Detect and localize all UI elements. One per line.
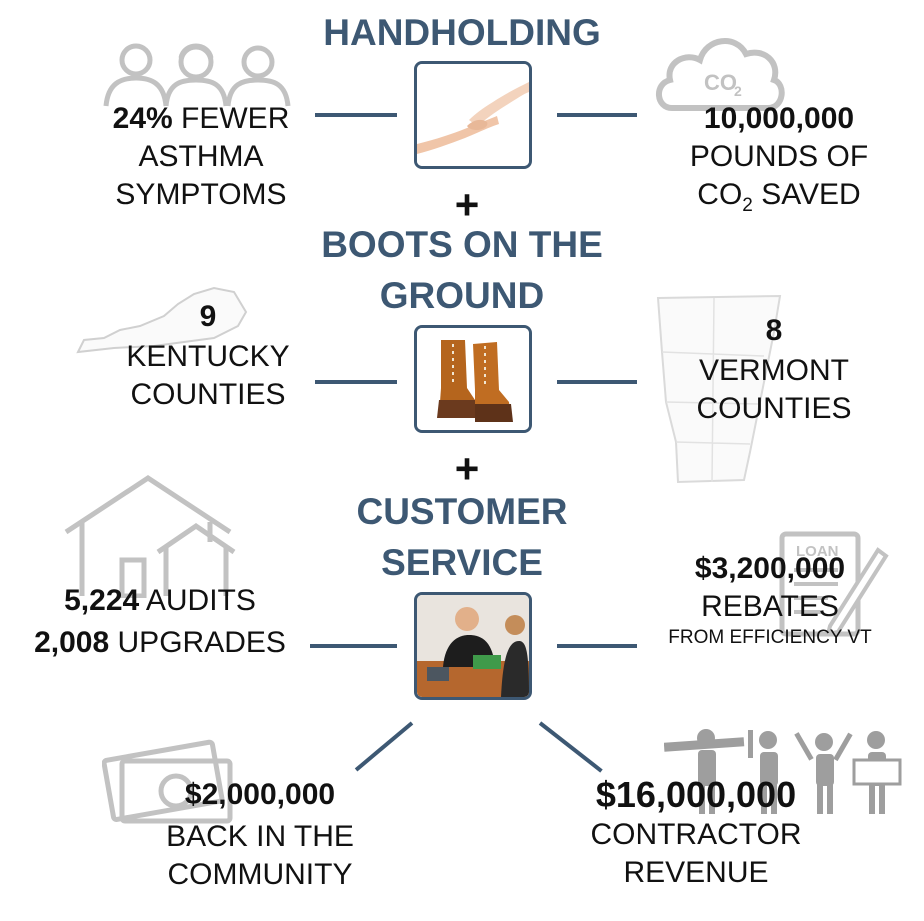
stat-co2-line2-post: SAVED [752,178,861,211]
connector-contractor [538,721,603,773]
stat-vermont-value: 8 [765,314,783,347]
stat-contractor-line1: CONTRACTOR [590,818,802,851]
heading-handholding: HANDHOLDING [323,12,601,53]
stat-kentucky-line2: COUNTIES [130,378,286,411]
stat-asthma-line2: ASTHMA [138,140,264,173]
connector-co2 [557,113,637,117]
stat-contractor-line2: REVENUE [623,856,769,889]
people-icon [103,43,291,107]
stat-community-line2: COMMUNITY [167,858,353,891]
workers-icon [664,729,902,814]
heading-boots-line1: BOOTS ON THE [321,224,603,265]
stat-kentucky-value: 9 [199,300,217,333]
connector-asthma [315,113,397,117]
stat-community-line1: BACK IN THE [166,820,354,853]
connector-audits [310,644,397,648]
stat-asthma-line3: SYMPTOMS [115,178,287,211]
handholding-photo [414,61,532,169]
kentucky-map-icon [76,286,248,354]
connector-rebates [557,644,637,648]
plus-sign-2: + [454,445,480,492]
loan-form-icon: LOAN [779,531,889,637]
stat-co2-line1: POUNDS OF [689,140,869,173]
stat-audits: 5,224 AUDITS 2,008 UPGRADES [10,582,310,662]
svg-text:CO: CO [704,70,737,95]
stat-rebates-line2: FROM EFFICIENCY VT [668,627,872,648]
stat-co2-value: 10,000,000 [703,102,855,135]
stat-contractor: $16,000,000 CONTRACTOR REVENUE [566,776,826,892]
stat-vermont: 8 VERMONT COUNTIES [664,312,884,428]
plus-sign-1: + [454,181,480,228]
svg-text:LOAN: LOAN [796,543,839,560]
stat-rebates-line1: REBATES [701,590,839,623]
boots-photo [414,325,532,433]
stat-asthma-value: 24% [112,102,173,135]
stat-community-value: $2,000,000 [184,778,336,811]
cloud-icon: CO 2 [656,38,785,111]
stat-audits-label1: AUDITS [145,584,256,617]
stat-co2: 10,000,000 POUNDS OF CO2 SAVED [672,100,886,225]
stat-vermont-line1: VERMONT [699,354,849,387]
stat-audits-value2: 2,008 [34,626,110,659]
stat-contractor-value: $16,000,000 [595,774,797,815]
stat-asthma-line1: FEWER [181,102,290,135]
stat-audits-label2: UPGRADES [117,626,286,659]
vermont-map-icon [656,294,782,484]
stat-co2-line2-pre: CO [697,178,743,211]
svg-text:2: 2 [734,83,742,99]
heading-customer-line2: SERVICE [381,542,543,583]
stat-co2-line2-sub: 2 [742,195,753,216]
connector-vermont [557,380,637,384]
heading-customer-line1: CUSTOMER [356,491,568,532]
heading-boots-line2: GROUND [379,275,545,316]
house-icon [64,475,236,598]
stat-audits-value1: 5,224 [64,584,140,617]
stat-community: $2,000,000 BACK IN THE COMMUNITY [140,776,380,894]
stat-asthma: 24% FEWER ASTHMA SYMPTOMS [96,100,306,214]
stat-kentucky: 9 KENTUCKY COUNTIES [100,298,316,414]
customer-service-photo [414,592,532,700]
stat-vermont-line2: COUNTIES [696,392,852,425]
stat-kentucky-line1: KENTUCKY [126,340,290,373]
connector-community [354,721,414,772]
connector-kentucky [315,380,397,384]
stat-rebates: $3,200,000 REBATES FROM EFFICIENCY VT [630,550,910,650]
money-icon [102,739,233,824]
stat-rebates-value: $3,200,000 [694,552,846,585]
